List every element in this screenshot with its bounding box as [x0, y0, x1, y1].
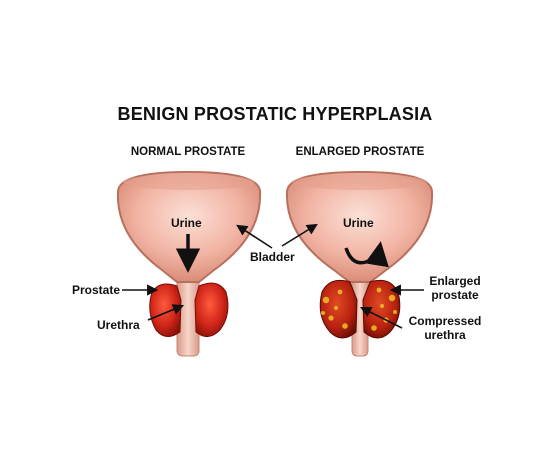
enlarged-prostate-label-line2: prostate — [431, 288, 479, 302]
enlarged-prostate-right-lobe — [362, 279, 401, 339]
prostate-label: Prostate — [72, 283, 121, 297]
compressed-urethra-label-line2: urethra — [424, 328, 466, 342]
normal-bladder — [116, 170, 262, 283]
enlarged-urine-label: Urine — [343, 216, 374, 230]
compressed-urethra-label-line1: Compressed — [408, 314, 482, 328]
normal-prostate-right-lobe — [194, 282, 229, 337]
urethra-leader — [147, 304, 185, 321]
enlarged-prostate-left-lobe — [319, 279, 358, 339]
normal-prostate-left-lobe — [149, 283, 182, 337]
urethra-label: Urethra — [97, 318, 140, 332]
normal-heading: NORMAL PROSTATE — [130, 146, 246, 158]
normal-urethra — [176, 274, 200, 357]
normal-prostate-figure — [116, 170, 262, 357]
swirl-arrow-icon — [344, 241, 389, 268]
enlarged-prostate-label: Enlarged prostate — [420, 274, 490, 302]
bladder-left-leader — [236, 224, 273, 249]
leader-arrows — [122, 223, 424, 329]
page-title: BENIGN PROSTATIC HYPERPLASIA — [117, 104, 433, 124]
compressed-urethra-leader — [359, 306, 403, 329]
bladder-right-leader — [281, 223, 318, 247]
compressed-urethra-label: Compressed urethra — [400, 314, 490, 342]
enlarged-heading: ENLARGED PROSTATE — [295, 146, 425, 158]
enlarged-bladder — [285, 170, 434, 283]
bladder-label: Bladder — [250, 250, 295, 264]
normal-urine-label: Urine — [171, 216, 202, 230]
enlarged-prostate-label-line1: Enlarged — [429, 274, 481, 288]
